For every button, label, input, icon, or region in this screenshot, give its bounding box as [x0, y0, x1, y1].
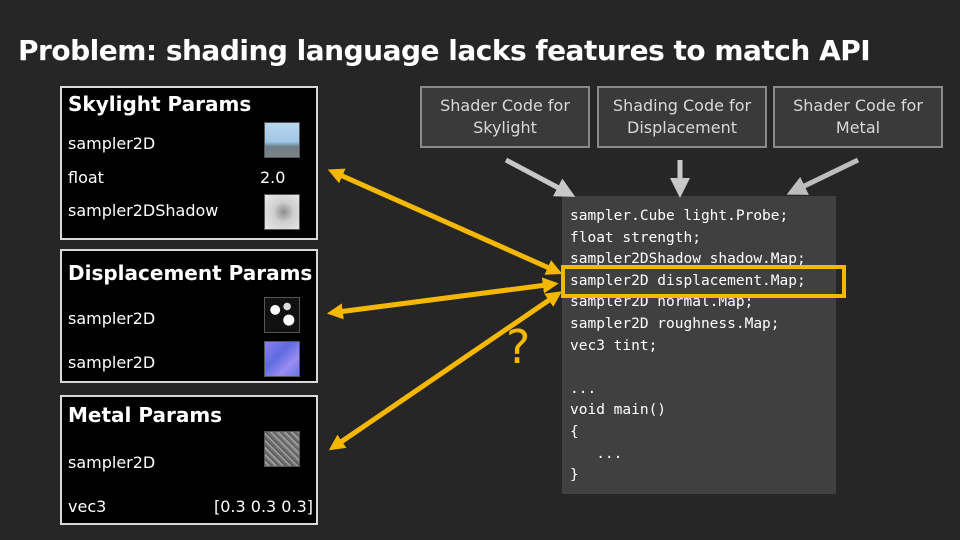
arrow-displacement-params — [338, 284, 554, 312]
arrow-skylight-to-code — [506, 160, 570, 194]
arrow-skylight-params — [338, 174, 558, 272]
question-mark: ? — [506, 320, 530, 374]
arrow-metal-to-code — [792, 160, 858, 192]
